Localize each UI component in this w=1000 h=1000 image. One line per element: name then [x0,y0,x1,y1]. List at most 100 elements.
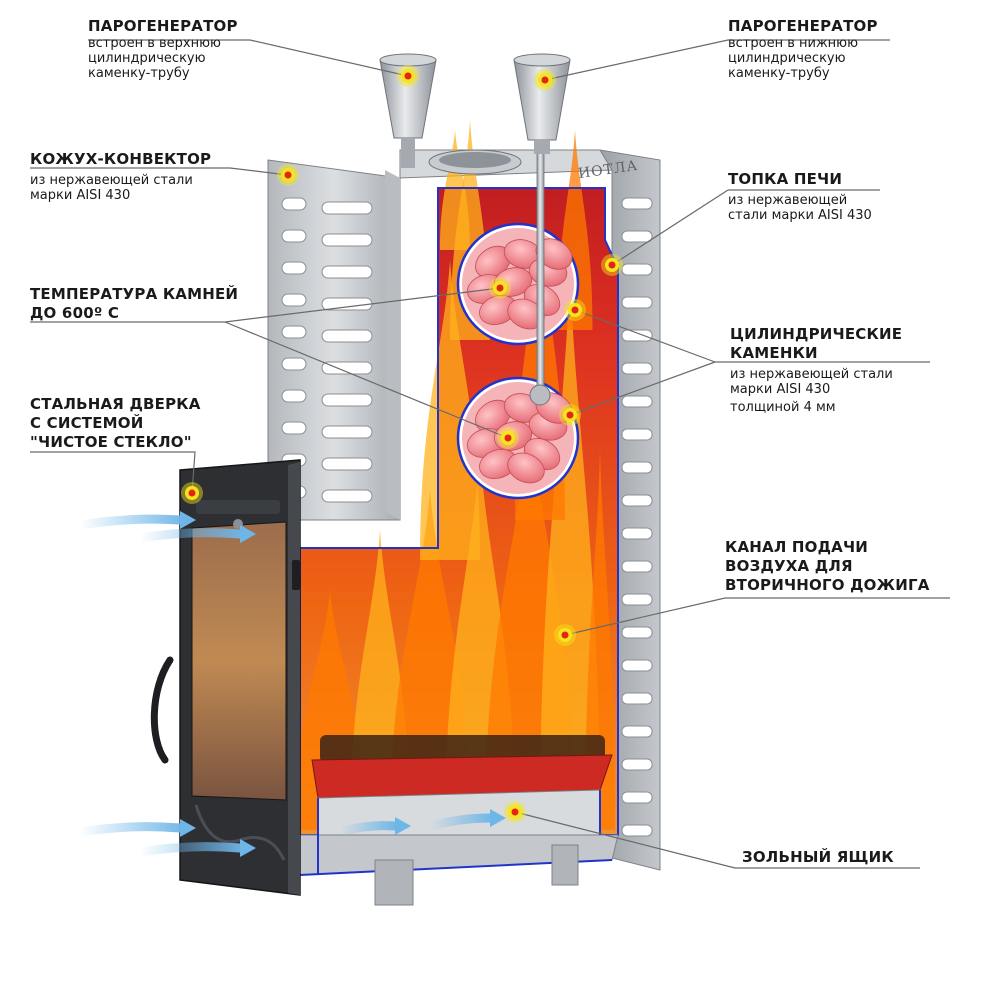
callout-convector-casing: КОЖУХ-КОНВЕКТОР из нержавеющей стали мар… [30,150,211,203]
casing-slot [621,461,653,474]
callout-desc-line: стали марки AISI 430 [728,208,872,223]
air-arrow-head [240,525,256,543]
callout-title: СТАЛЬНАЯ ДВЕРКА [30,395,201,413]
callout-desc-line: толщиной 4 мм [730,400,836,415]
casing-slot [321,201,373,215]
casing-slot [281,357,307,371]
callout-title: ПАРОГЕНЕРАТОР [88,17,238,35]
air-arrow [135,528,245,543]
marker-dot [608,261,616,269]
callout-title: ЗОЛЬНЫЙ ЯЩИК [742,848,894,866]
casing-slot [621,593,653,606]
flame [440,130,470,250]
callout-desc-line: из нержавеющей [728,193,848,208]
callout-title: ДО 600º С [30,304,120,322]
casing-slot [281,293,307,307]
callout-title: ТЕМПЕРАТУРА КАМНЕЙ [30,285,239,303]
air-arrow [75,514,185,530]
ash-box [299,754,619,906]
casing-slot [621,263,653,276]
marker-dot [496,284,504,292]
callout-markers [181,65,623,823]
callout-air-channel: КАНАЛ ПОДАЧИ ВОЗДУХА ДЛЯ ВТОРИЧНОГО ДОЖИ… [725,538,930,595]
casing-slot [621,230,653,243]
marker-dot [188,489,196,497]
marker-dot [504,434,512,442]
casing-slot [321,329,373,343]
callout-desc-line: марки AISI 430 [730,382,831,397]
casing-slot [621,428,653,441]
callout-desc-line: встроен в нижнюю [728,36,859,51]
casing-slot [321,489,373,503]
casing-slot [281,325,307,339]
casing-slot [281,421,307,435]
callout-desc-line: встроен в верхнюю [88,36,222,51]
callout-desc-line: цилиндрическую [88,51,206,66]
casing-slot [281,229,307,243]
air-arrow-head [395,817,411,835]
casing-slot [621,659,653,672]
casing-slot [621,296,653,309]
callout-stone-temperature: ТЕМПЕРАТУРА КАМНЕЙ ДО 600º С [30,285,238,323]
casing-slot [321,297,373,311]
callout-title: ПАРОГЕНЕРАТОР [728,17,878,35]
callout-desc-line: цилиндрическую [728,51,846,66]
casing-slot [621,758,653,771]
casing-slot [321,393,373,407]
callout-title: КОЖУХ-КОНВЕКТОР [30,150,212,168]
casing-slot [621,362,653,375]
air-arrow [335,821,400,837]
marker-dot [571,306,579,314]
steam-generators [379,53,571,406]
callout-desc-line: каменку-трубу [88,66,190,81]
casing-slot [321,361,373,375]
casing-slot [621,197,653,210]
casing-slot [621,725,653,738]
air-arrow-head [490,809,506,827]
air-arrow [135,842,245,857]
callout-firebox: ТОПКА ПЕЧИ из нержавеющей стали марки AI… [728,170,872,223]
casing-slot [621,527,653,540]
callout-steam-generator-top: ПАРОГЕНЕРАТОР встроен в верхнюю цилиндри… [88,17,238,81]
casing-slot [621,560,653,573]
casing-slot [321,457,373,471]
callout-ash-box: ЗОЛЬНЫЙ ЯЩИК [742,848,894,867]
leader-lines [30,39,950,869]
marker-dot [404,72,412,80]
callout-desc-line: каменку-трубу [728,66,830,81]
marker-dot [511,808,519,816]
callout-title: ВОЗДУХА ДЛЯ [725,557,853,575]
air-flow-arrows [75,511,506,857]
callout-title: ТОПКА ПЕЧИ [728,170,843,188]
air-arrow [425,813,495,831]
casing-slot [281,261,307,275]
steel-door [150,459,301,896]
callout-steel-door: СТАЛЬНАЯ ДВЕРКА С СИСТЕМОЙ "ЧИСТОЕ СТЕКЛ… [30,395,201,452]
flame [420,260,480,560]
cylindrical-heaters [456,222,580,500]
callout-title: "ЧИСТОЕ СТЕКЛО" [30,433,192,451]
callout-title: КАНАЛ ПОДАЧИ [725,538,869,556]
callout-cylindrical-heaters: ЦИЛИНДРИЧЕСКИЕ КАМЕНКИ из нержавеющей ст… [730,325,902,415]
callout-steam-generator-bottom: ПАРОГЕНЕРАТОР встроен в нижнюю цилиндрич… [728,17,878,81]
casing-slot [621,494,653,507]
marker-dot [561,631,569,639]
casing-slot [321,265,373,279]
air-arrow-head [180,819,196,837]
callout-title: КАМЕНКИ [730,344,818,362]
casing-slot [621,395,653,408]
casing-slot [281,197,307,211]
casing-slot [321,233,373,247]
callout-title: ВТОРИЧНОГО ДОЖИГА [725,576,930,594]
casing-slot [621,824,653,837]
air-arrow [75,822,185,837]
casing-slot [621,791,653,804]
marker-dot [284,171,292,179]
casing-slot [621,329,653,342]
marker-dot [541,76,549,84]
callout-desc-line: марки AISI 430 [30,188,131,203]
flame [540,270,600,830]
casing-slot [621,692,653,705]
